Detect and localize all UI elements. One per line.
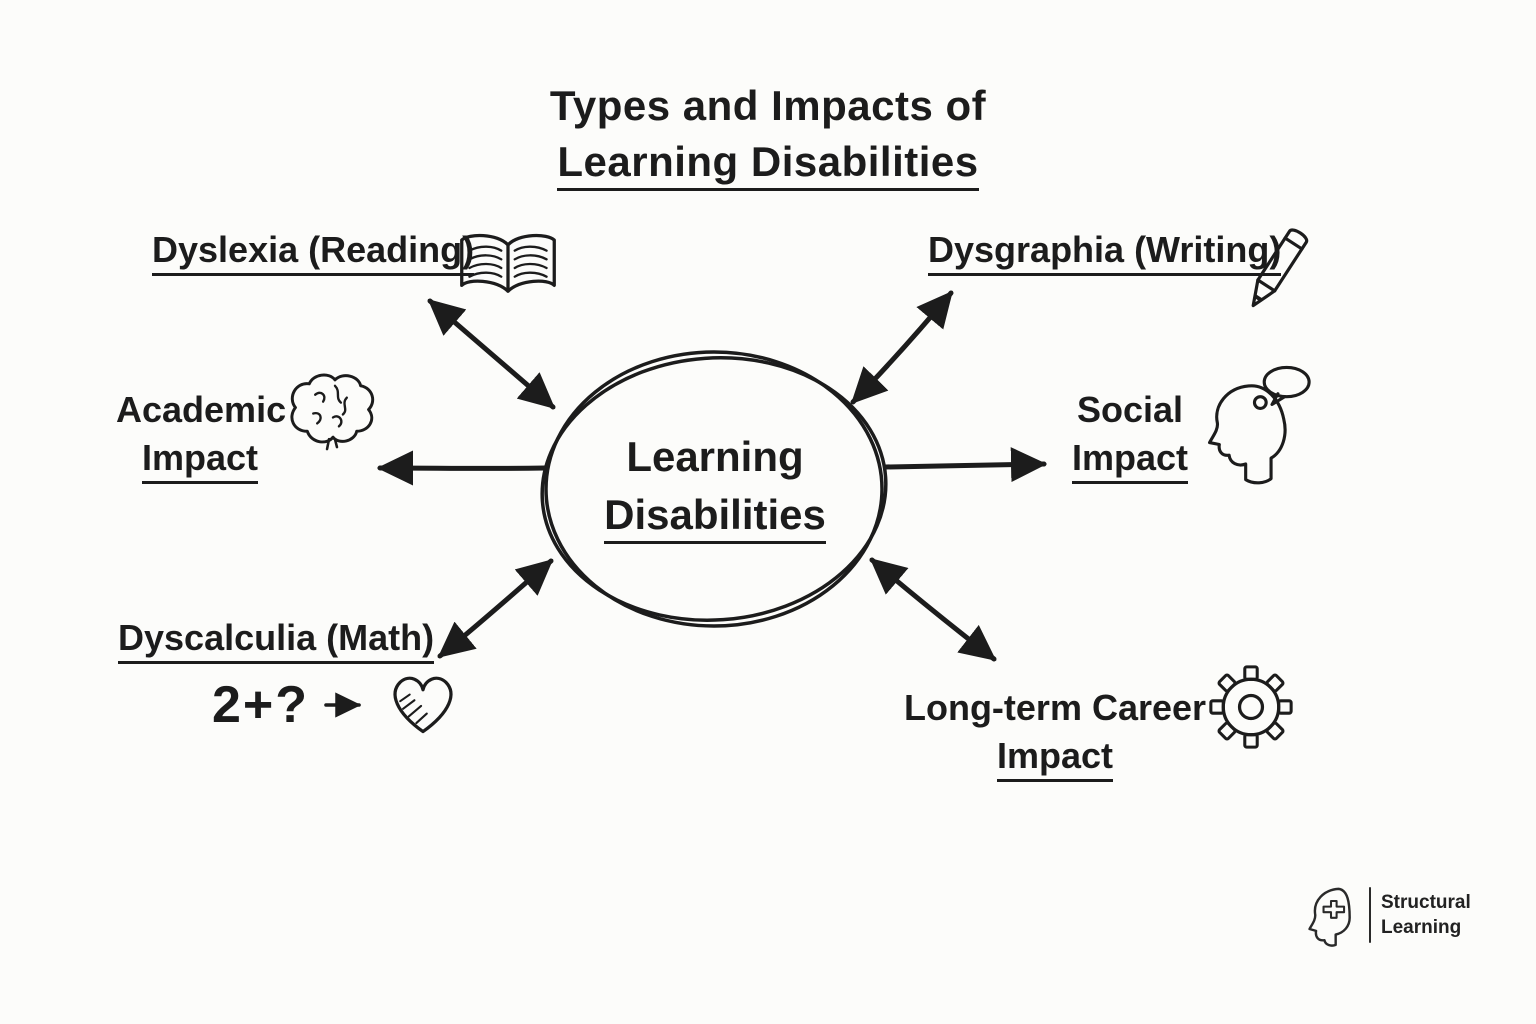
- brand-logo: Structural Learning: [1303, 882, 1471, 948]
- node-career: Long-term Career Impact: [900, 684, 1210, 782]
- brand-name: Structural Learning: [1381, 890, 1471, 940]
- node-social: Social Impact: [1066, 386, 1194, 484]
- career-line1: Long-term Career: [903, 687, 1207, 728]
- node-dyscalculia: Dyscalculia (Math): [118, 614, 435, 664]
- arrow-social: [883, 447, 1047, 483]
- center-line2: Disabilities: [604, 491, 826, 544]
- arrow-career: [869, 557, 997, 662]
- open-book-icon: [460, 233, 556, 293]
- arrow-dyslexia: [427, 298, 556, 410]
- arrow-dyscalculia: [437, 558, 554, 659]
- center-line1: Learning: [626, 433, 804, 480]
- diagram-title-line1: Types and Impacts of: [549, 82, 987, 129]
- node-dyslexia: Dyslexia (Reading): [152, 226, 475, 276]
- academic-line1: Academic: [116, 389, 287, 430]
- head-profile-puzzle-icon: [1308, 887, 1351, 947]
- pencil-icon: [1251, 228, 1309, 308]
- dyscalculia-equation: 2+?: [212, 676, 310, 734]
- node-dysgraphia: Dysgraphia (Writing): [928, 226, 1282, 276]
- social-line1: Social: [1076, 389, 1184, 430]
- logo-divider: [1369, 887, 1371, 943]
- career-line2: Impact: [996, 735, 1114, 782]
- diagram-title: Types and Impacts of Learning Disabiliti…: [0, 78, 1536, 191]
- heart-icon: [393, 676, 453, 734]
- brand-name-line2: Learning: [1381, 917, 1462, 938]
- brain-icon: [290, 373, 375, 451]
- diagram-title-line2: Learning Disabilities: [557, 138, 979, 191]
- head-speech-bubble-icon: [1208, 365, 1311, 485]
- center-node-label: Learning Disabilities: [545, 428, 885, 544]
- academic-line2: Impact: [141, 437, 259, 484]
- gear-icon: [1209, 665, 1293, 749]
- arrow-dysgraphia: [850, 290, 954, 405]
- dyscalculia-label: Dyscalculia (Math): [118, 617, 435, 664]
- small-arrow-icon: [324, 692, 362, 718]
- node-academic: Academic Impact: [116, 386, 287, 484]
- dyslexia-label: Dyslexia (Reading): [152, 229, 475, 276]
- brand-name-line1: Structural: [1381, 892, 1471, 913]
- dyscalculia-equation-row: 2+?: [212, 670, 461, 740]
- dysgraphia-label: Dysgraphia (Writing): [928, 229, 1282, 276]
- social-line2: Impact: [1071, 437, 1189, 484]
